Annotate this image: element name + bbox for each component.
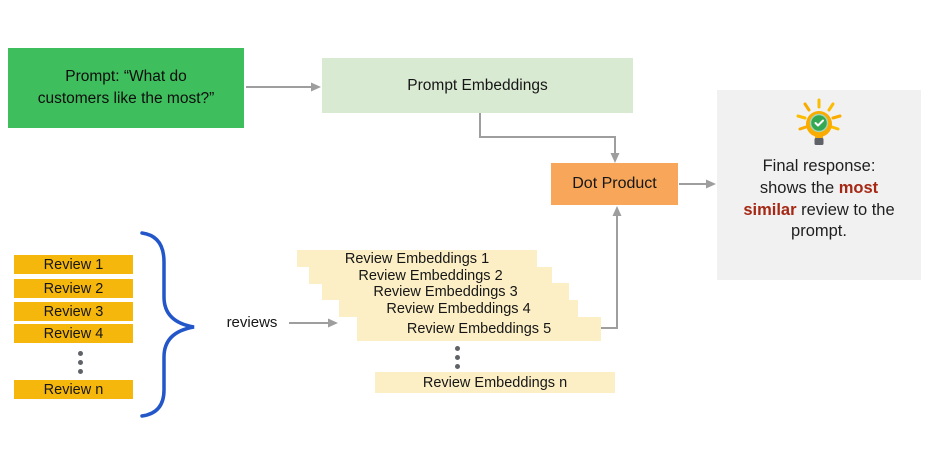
- review-embeddings-box-3: Review Embeddings 3: [322, 283, 569, 300]
- arrow-review-embeddings-to-dot-product: [601, 206, 622, 329]
- highlight-most: most: [838, 178, 879, 197]
- review-embeddings-box-1: Review Embeddings 1: [297, 250, 537, 267]
- review-box-2: Review 2: [14, 279, 133, 298]
- highlight-similar: similar: [743, 200, 797, 219]
- review-ellipsis-dots: [78, 351, 83, 374]
- lightbulb-check-icon: [796, 98, 842, 145]
- arrow-embeddings-to-dot-product: [479, 113, 620, 163]
- prompt-embeddings-box: Prompt Embeddings: [322, 58, 633, 113]
- final-response-line3: similar review to the: [743, 200, 895, 219]
- prompt-text-line1: Prompt: “What do: [65, 68, 187, 85]
- review-embeddings-box-2: Review Embeddings 2: [309, 267, 552, 284]
- final-response-text: Final response: shows the most similar r…: [743, 156, 894, 243]
- review-embeddings-box-n: Review Embeddings n: [375, 372, 615, 393]
- final-response-line2: shows the most: [759, 178, 879, 197]
- review-box-1: Review 1: [14, 255, 133, 274]
- review-embeddings-box-5: Review Embeddings 5: [357, 317, 601, 341]
- review-box-n: Review n: [14, 380, 133, 399]
- review-box-3: Review 3: [14, 302, 133, 321]
- dot-product-box: Dot Product: [551, 163, 678, 205]
- review-box-4: Review 4: [14, 324, 133, 343]
- prompt-box: Prompt: “What do customers like the most…: [8, 48, 244, 128]
- embeddings-ellipsis-dots: [455, 346, 460, 369]
- final-response-line4: prompt.: [791, 222, 847, 241]
- reviews-label: reviews: [226, 314, 278, 331]
- final-response-card: Final response: shows the most similar r…: [717, 90, 921, 280]
- prompt-text-line2: customers like the most?”: [37, 90, 215, 107]
- review-embeddings-box-4: Review Embeddings 4: [339, 300, 578, 317]
- final-response-line1: Final response:: [762, 157, 876, 175]
- curly-brace: [140, 231, 195, 418]
